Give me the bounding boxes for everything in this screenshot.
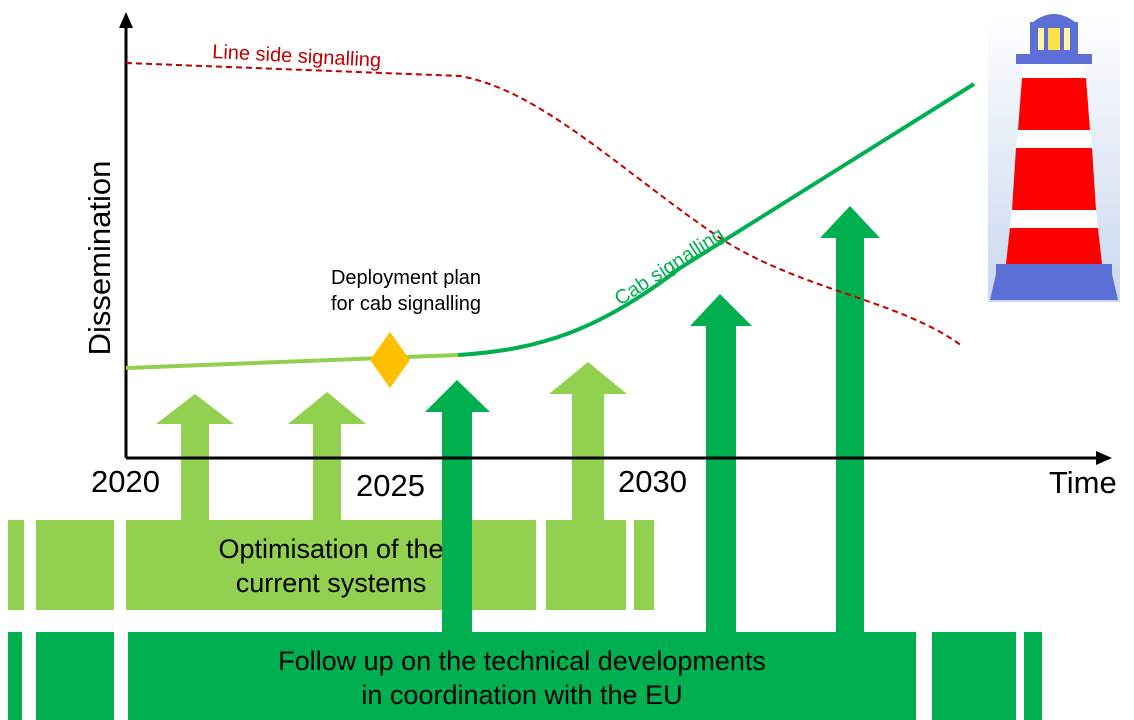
follow-up-band <box>8 632 1042 720</box>
dark-arrow-2 <box>690 294 752 632</box>
y-axis-label: Dissemination <box>82 161 117 356</box>
x-tick-2030: 2030 <box>618 464 687 499</box>
x-axis-label: Time <box>1049 465 1117 500</box>
milestone-label-line1: Deployment plan <box>331 267 481 289</box>
line-side-curve <box>125 62 963 347</box>
follow-up-label-line1: Follow up on the technical developments <box>278 646 766 676</box>
optimisation-label-line1: Optimisation of the <box>218 534 443 564</box>
lighthouse-icon <box>988 8 1120 302</box>
x-axis-arrowhead <box>1096 451 1112 465</box>
axes <box>119 12 1112 465</box>
milestone-label-line2: for cab signalling <box>331 293 481 315</box>
dark-arrow-1 <box>425 380 490 632</box>
dark-arrow-3 <box>820 206 880 632</box>
x-tick-2020: 2020 <box>91 464 160 499</box>
milestone-diamond <box>370 332 410 388</box>
light-arrow-2 <box>288 392 366 520</box>
cab-curve-late <box>457 82 976 357</box>
x-tick-2025: 2025 <box>356 468 425 503</box>
cab-label: Cab signalling <box>611 223 728 310</box>
follow-up-label-line2: in coordination with the EU <box>361 680 682 710</box>
y-axis-arrowhead <box>119 12 133 28</box>
optimisation-label-line2: current systems <box>236 568 427 598</box>
dark-green-arrows <box>425 206 880 632</box>
optimisation-band <box>8 520 654 610</box>
light-arrow-3 <box>549 362 627 520</box>
